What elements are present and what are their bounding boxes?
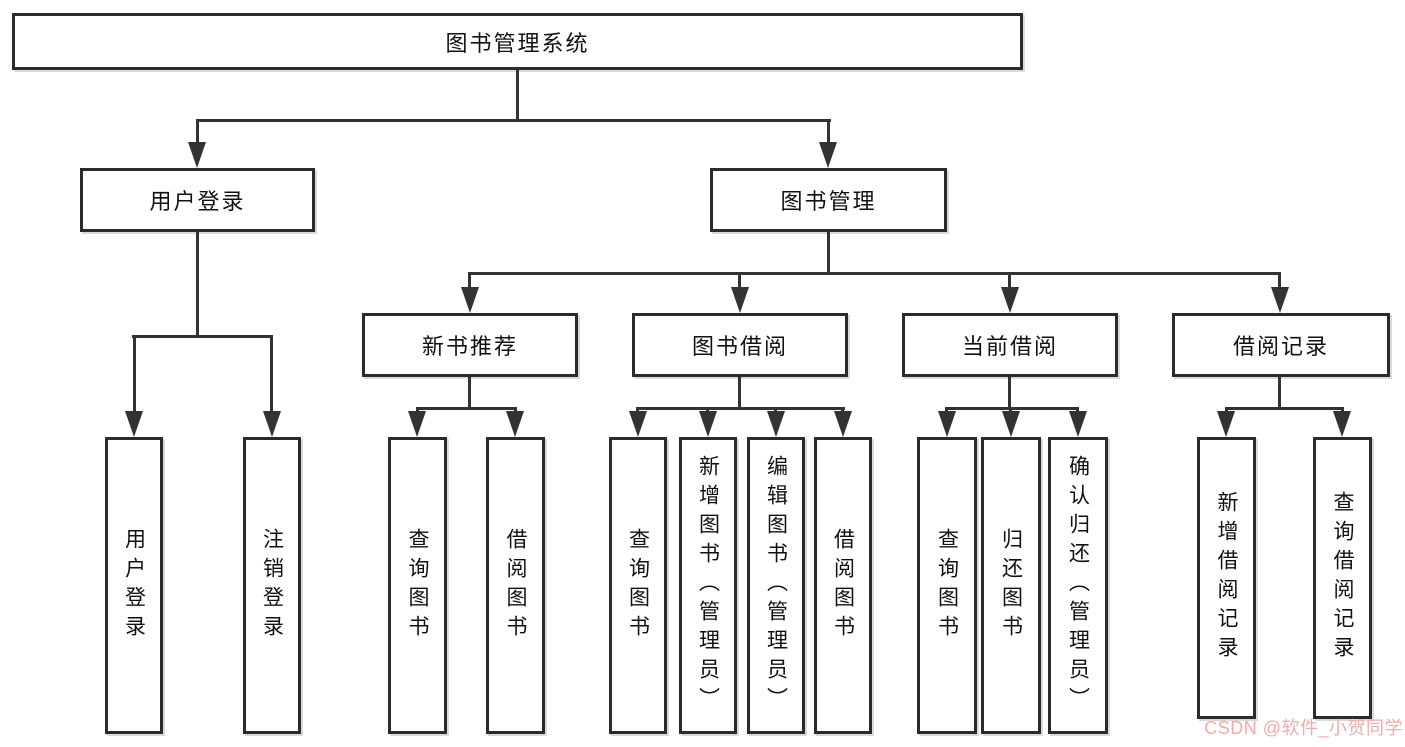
arrow-into-add-borrow-record xyxy=(1217,411,1235,437)
connector-stub-query-books-2 xyxy=(636,407,639,413)
leaf-borrow-books-1: 借阅图书 xyxy=(486,437,545,734)
node-book-management-label: 图书管理 xyxy=(780,189,877,214)
leaf-confirm-return-admin-label: 确认归还（管理员） xyxy=(1066,455,1090,716)
connector-root-split xyxy=(196,119,831,122)
leaf-add-borrow-record: 新增借阅记录 xyxy=(1197,437,1256,719)
connector-stub-new-book xyxy=(468,272,471,288)
arrow-into-logout-leaf xyxy=(263,411,281,437)
leaf-user-login: 用户登录 xyxy=(105,437,163,734)
connector-current-borrowing-split xyxy=(945,407,1079,410)
leaf-query-books-3-label: 查询图书 xyxy=(935,527,959,644)
connector-current-borrowing-stem xyxy=(1008,377,1011,407)
arrow-into-edit-book xyxy=(767,411,785,437)
node-current-borrowing: 当前借阅 xyxy=(902,313,1118,377)
connector-stub-query-books-3 xyxy=(945,407,948,413)
leaf-return-books-label: 归还图书 xyxy=(999,527,1023,644)
node-book-management: 图书管理 xyxy=(710,168,947,232)
node-borrowing-records-label: 借阅记录 xyxy=(1232,334,1329,359)
connector-stub-add-borrow-record xyxy=(1225,407,1228,413)
node-root-label: 图书管理系统 xyxy=(445,30,590,56)
leaf-query-books-1-label: 查询图书 xyxy=(406,527,429,644)
node-current-borrowing-label: 当前借阅 xyxy=(961,334,1058,359)
arrow-into-user-login xyxy=(188,142,206,168)
connector-stub-current-borrow xyxy=(1008,272,1011,288)
arrow-into-return-books xyxy=(1002,411,1020,437)
arrow-into-query-books-1 xyxy=(408,411,426,437)
arrow-into-query-books-2 xyxy=(629,411,647,437)
connector-new-book-split xyxy=(416,407,517,410)
node-book-borrowing-label: 图书借阅 xyxy=(691,334,788,359)
connector-book-borrowing-split xyxy=(636,407,845,410)
arrow-into-book-borrowing xyxy=(731,287,749,313)
node-user-login-label: 用户登录 xyxy=(149,189,246,214)
leaf-user-login-label: 用户登录 xyxy=(122,527,146,644)
leaf-query-borrow-record-label: 查询借阅记录 xyxy=(1331,491,1354,665)
connector-stub-book-management xyxy=(827,119,830,144)
leaf-borrow-books-2: 借阅图书 xyxy=(814,437,872,734)
node-new-book-recommend-label: 新书推荐 xyxy=(421,334,518,359)
connector-stub-book-borrowing xyxy=(738,272,741,288)
node-borrowing-records: 借阅记录 xyxy=(1172,313,1390,377)
arrow-into-current-borrow xyxy=(1001,287,1019,313)
node-new-book-recommend: 新书推荐 xyxy=(362,313,578,377)
arrow-into-query-borrow-record xyxy=(1333,411,1351,437)
arrow-into-borrow-books-1 xyxy=(506,411,524,437)
arrow-into-borrow-books-2 xyxy=(834,411,852,437)
arrow-into-book-management xyxy=(819,142,837,168)
leaf-return-books: 归还图书 xyxy=(981,437,1041,734)
arrow-into-add-book xyxy=(699,411,717,437)
leaf-borrow-books-2-label: 借阅图书 xyxy=(831,527,855,644)
arrow-into-login-leaf xyxy=(125,411,143,437)
connector-stub-edit-book xyxy=(774,407,777,413)
connector-borrowing-records-split xyxy=(1225,407,1344,410)
connector-stub-login-leaf xyxy=(133,335,136,411)
leaf-query-borrow-record: 查询借阅记录 xyxy=(1313,437,1372,719)
leaf-query-books-1: 查询图书 xyxy=(388,437,447,734)
leaf-add-book-admin: 新增图书（管理员） xyxy=(679,437,737,734)
connector-book-management-stem xyxy=(827,232,830,272)
connector-stub-borrow-books-1 xyxy=(514,407,517,413)
leaf-confirm-return-admin: 确认归还（管理员） xyxy=(1048,437,1108,734)
arrow-into-new-book xyxy=(461,287,479,313)
connector-stub-query-borrow-record xyxy=(1341,407,1344,413)
node-book-borrowing: 图书借阅 xyxy=(632,313,848,377)
connector-user-login-stem xyxy=(196,232,199,335)
arrow-into-borrow-records xyxy=(1271,287,1289,313)
connector-stub-confirm-return xyxy=(1076,407,1079,413)
connector-book-borrowing-stem xyxy=(738,377,741,407)
node-root: 图书管理系统 xyxy=(12,13,1023,70)
connector-new-book-stem xyxy=(468,377,471,407)
connector-stub-return-books xyxy=(1009,407,1012,413)
connector-stub-logout-leaf xyxy=(270,335,273,411)
arrow-into-confirm-return xyxy=(1069,411,1087,437)
connector-stub-user-login xyxy=(196,119,199,144)
leaf-query-books-2: 查询图书 xyxy=(609,437,667,734)
connector-stub-borrow-records xyxy=(1278,272,1281,288)
connector-user-login-split xyxy=(132,335,273,338)
connector-stub-query-books-1 xyxy=(416,407,419,413)
connector-borrowing-records-stem xyxy=(1278,377,1281,407)
leaf-query-books-3: 查询图书 xyxy=(917,437,977,734)
connector-stub-add-book xyxy=(706,407,709,413)
leaf-edit-book-admin-label: 编辑图书（管理员） xyxy=(764,455,788,716)
leaf-add-book-admin-label: 新增图书（管理员） xyxy=(696,455,720,716)
node-user-login: 用户登录 xyxy=(80,168,315,232)
leaf-logout-label: 注销登录 xyxy=(260,527,284,644)
leaf-edit-book-admin: 编辑图书（管理员） xyxy=(747,437,805,734)
connector-stub-borrow-books-2 xyxy=(841,407,844,413)
connector-root-stem xyxy=(516,70,519,119)
leaf-query-books-2-label: 查询图书 xyxy=(626,527,650,644)
leaf-add-borrow-record-label: 新增借阅记录 xyxy=(1215,491,1238,665)
leaf-borrow-books-1-label: 借阅图书 xyxy=(504,527,527,644)
arrow-into-query-books-3 xyxy=(938,411,956,437)
connector-book-management-split xyxy=(468,272,1281,275)
watermark: CSDN @软件_小贺同学 xyxy=(1204,718,1403,738)
leaf-logout: 注销登录 xyxy=(243,437,301,734)
